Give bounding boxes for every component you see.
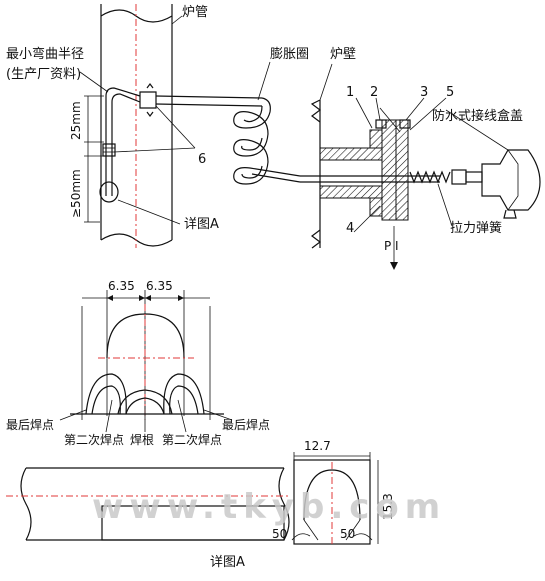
tension-spring-label: 拉力弹簧 bbox=[450, 220, 502, 236]
last-weld-right-label: 最后焊点 bbox=[222, 417, 270, 432]
expansion-loop-label: 膨胀圈 bbox=[270, 47, 309, 62]
dim-635-left-label: 6.35 bbox=[108, 279, 135, 293]
junction-box: 防水式接线盒盖 bbox=[432, 108, 541, 219]
detail-a-top-label: 详图A bbox=[184, 217, 219, 232]
thermocouple-wire-on-tube bbox=[99, 83, 263, 203]
furnace-tube bbox=[100, 4, 173, 248]
second-weld-right-label: 第二次焊点 bbox=[162, 432, 222, 447]
last-weld-left-label: 最后焊点 bbox=[6, 417, 54, 432]
weld-root-label: 焊根 bbox=[130, 432, 154, 447]
detail-a-bottom: 详图A bbox=[6, 467, 290, 570]
leader-lines-left bbox=[79, 15, 196, 225]
num-5-label: 5 bbox=[446, 85, 454, 100]
num-2-label: 2 bbox=[370, 85, 378, 100]
weld-detail: 6.35 6.35 最后焊点 最后焊点 第二次焊点 焊根 第二次焊点 bbox=[6, 279, 270, 447]
detail-a-bottom-label: 详图A bbox=[210, 555, 245, 570]
dim-25mm-label: 25mm bbox=[69, 101, 83, 140]
tension-spring: 拉力弹簧 bbox=[409, 169, 502, 236]
expansion-loop: 膨胀圈 bbox=[233, 47, 309, 185]
furnace-tube-label: 炉管 bbox=[182, 5, 208, 20]
detail-a-weld-profile: 12.7 15.3 50 50 bbox=[272, 439, 395, 546]
furnace-wall: 炉壁 1 2 3 5 4 P I bbox=[300, 47, 454, 270]
dim-50mm-label: ≥50mm bbox=[69, 169, 83, 218]
dim-127-label: 12.7 bbox=[304, 439, 331, 453]
furnace-wall-label: 炉壁 bbox=[330, 47, 356, 62]
num-4-label: 4 bbox=[346, 221, 354, 236]
second-weld-left-label: 第二次焊点 bbox=[64, 432, 124, 447]
producer-data-label: (生产厂资料) bbox=[6, 67, 81, 82]
angle-50-left-label: 50 bbox=[272, 527, 287, 541]
dimension-lines-left: 25mm ≥50mm bbox=[69, 95, 104, 223]
watermark-text: www.tkyb.com bbox=[92, 487, 446, 527]
num-1-label: 1 bbox=[346, 85, 354, 100]
num-6-label: 6 bbox=[198, 152, 206, 167]
dim-153-label: 15.3 bbox=[381, 493, 395, 520]
dim-635-right-label: 6.35 bbox=[146, 279, 173, 293]
waterproof-box-label: 防水式接线盒盖 bbox=[432, 108, 523, 124]
min-bend-radius-label: 最小弯曲半径 bbox=[6, 46, 84, 62]
num-3-label: 3 bbox=[420, 85, 428, 100]
angle-50-right-label: 50 bbox=[340, 527, 355, 541]
pi-label: P I bbox=[384, 239, 399, 253]
